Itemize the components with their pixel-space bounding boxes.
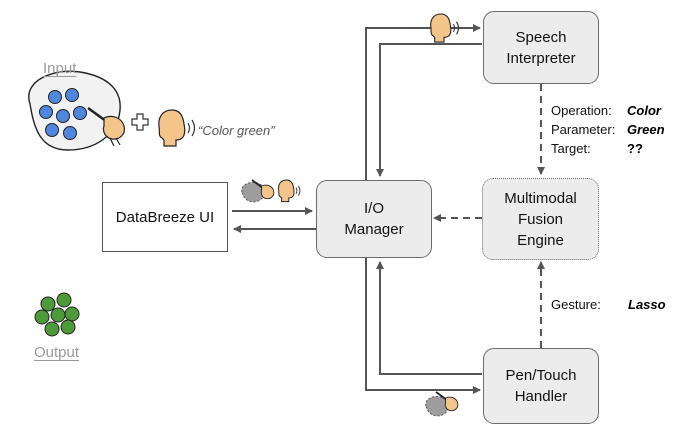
speech-label-line1: Speech xyxy=(515,28,567,46)
data-point xyxy=(73,106,87,120)
fusion-label-line3: Engine xyxy=(517,231,564,249)
output-section-label: Output xyxy=(34,344,80,361)
output-point xyxy=(60,319,76,335)
plus-icon xyxy=(131,113,149,131)
parameter-value: Green xyxy=(627,122,665,137)
arrow-pen-to-io xyxy=(376,261,482,375)
pen-hand-icon xyxy=(87,106,125,147)
data-point xyxy=(56,109,70,123)
input-selection-cluster xyxy=(28,70,121,151)
data-point xyxy=(65,88,79,102)
arrow-io-to-speech xyxy=(365,24,481,180)
gesture-key: Gesture: xyxy=(551,297,601,312)
speaking-head-icon xyxy=(278,179,301,203)
data-point xyxy=(39,105,53,119)
speaking-head-icon xyxy=(158,109,196,147)
output-point xyxy=(56,292,72,308)
pen-touch-handler-node: Pen/Touch Handler xyxy=(483,348,599,424)
fusion-label-line2: Fusion xyxy=(517,210,564,228)
target-key: Target: xyxy=(551,141,591,156)
input-section-label: Input xyxy=(43,60,77,77)
data-point xyxy=(63,126,77,140)
io-manager-node: I/O Manager xyxy=(316,180,432,258)
operation-value: Color xyxy=(627,103,661,118)
target-value: ?? xyxy=(627,141,643,156)
databreeze-ui-label: DataBreeze UI xyxy=(115,208,215,226)
output-point xyxy=(50,307,66,323)
data-point xyxy=(45,123,59,137)
output-point xyxy=(34,309,50,325)
output-point xyxy=(44,321,60,337)
speech-label-line2: Interpreter xyxy=(506,49,576,67)
operation-key: Operation: xyxy=(551,103,612,118)
pen-label-line2: Handler xyxy=(514,388,568,405)
databreeze-ui-node: DataBreeze UI xyxy=(102,182,228,252)
output-dots-cluster xyxy=(34,292,80,337)
fusion-engine-node: Multimodal Fusion Engine xyxy=(482,178,599,260)
pen-hand-icon xyxy=(251,179,275,200)
fusion-label-line1: Multimodal xyxy=(504,189,577,207)
utterance-text: “Color green” xyxy=(198,123,275,138)
pen-label-line1: Pen/Touch xyxy=(505,367,577,384)
arrow-io-to-pen xyxy=(365,258,481,394)
output-point xyxy=(64,306,80,322)
io-manager-label-line1: I/O xyxy=(363,200,384,217)
output-point xyxy=(40,296,56,312)
speaking-head-icon xyxy=(430,13,460,43)
pen-hand-icon xyxy=(435,391,459,412)
io-manager-label-line2: Manager xyxy=(344,221,404,238)
gesture-value: Lasso xyxy=(628,297,666,312)
parameter-key: Parameter: xyxy=(551,122,616,137)
arrow-speech-to-io xyxy=(376,43,482,177)
speech-interpreter-node: Speech Interpreter xyxy=(483,11,599,84)
data-point xyxy=(48,90,62,104)
